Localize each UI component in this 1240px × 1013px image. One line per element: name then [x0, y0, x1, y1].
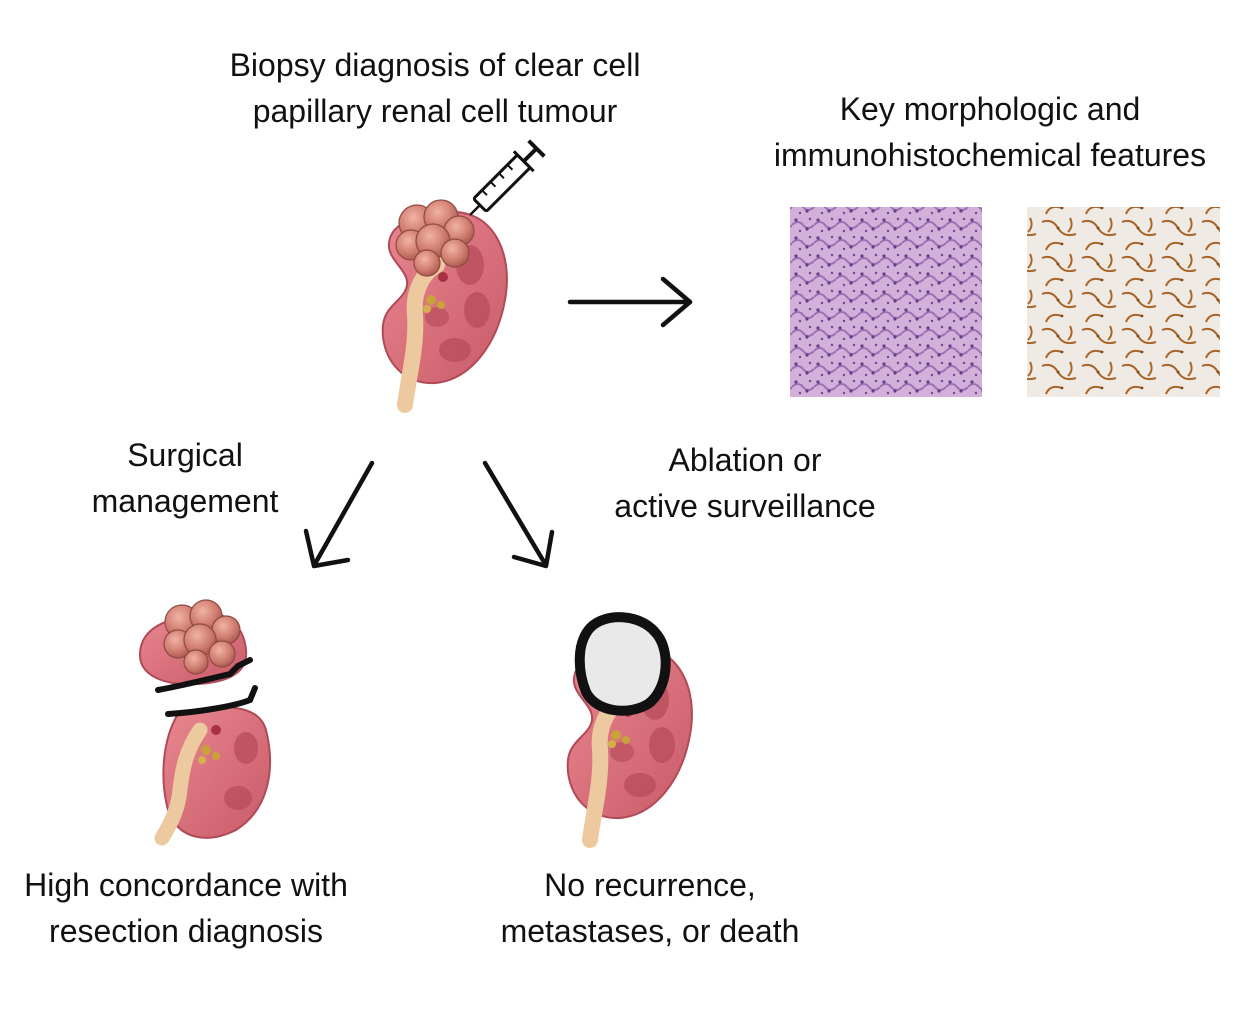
surgical-management-label: Surgical management: [91, 437, 279, 519]
ihc-stain-micrograph: [1027, 207, 1220, 397]
kidney-with-tumour-icon: [383, 199, 507, 405]
biopsy-diagnosis-label: Biopsy diagnosis of clear cell papillary…: [229, 47, 641, 129]
ablated-kidney-icon: [568, 612, 692, 840]
tumour-mass: [395, 199, 475, 277]
syringe-icon: [469, 139, 546, 216]
he-stain-micrograph: [790, 207, 982, 397]
outcome-label: No recurrence, metastases, or death: [500, 867, 800, 949]
arrow-right: [567, 276, 693, 328]
arrow-down-right: [482, 460, 555, 569]
arrow-down-left: [303, 460, 375, 569]
ablation-surveillance-label: Ablation or active surveillance: [614, 442, 876, 524]
key-features-label: Key morphologic and immunohistochemical …: [773, 91, 1207, 173]
resected-kidney-icon: [138, 599, 272, 846]
concordance-label: High concordance with resection diagnosi…: [24, 867, 348, 949]
